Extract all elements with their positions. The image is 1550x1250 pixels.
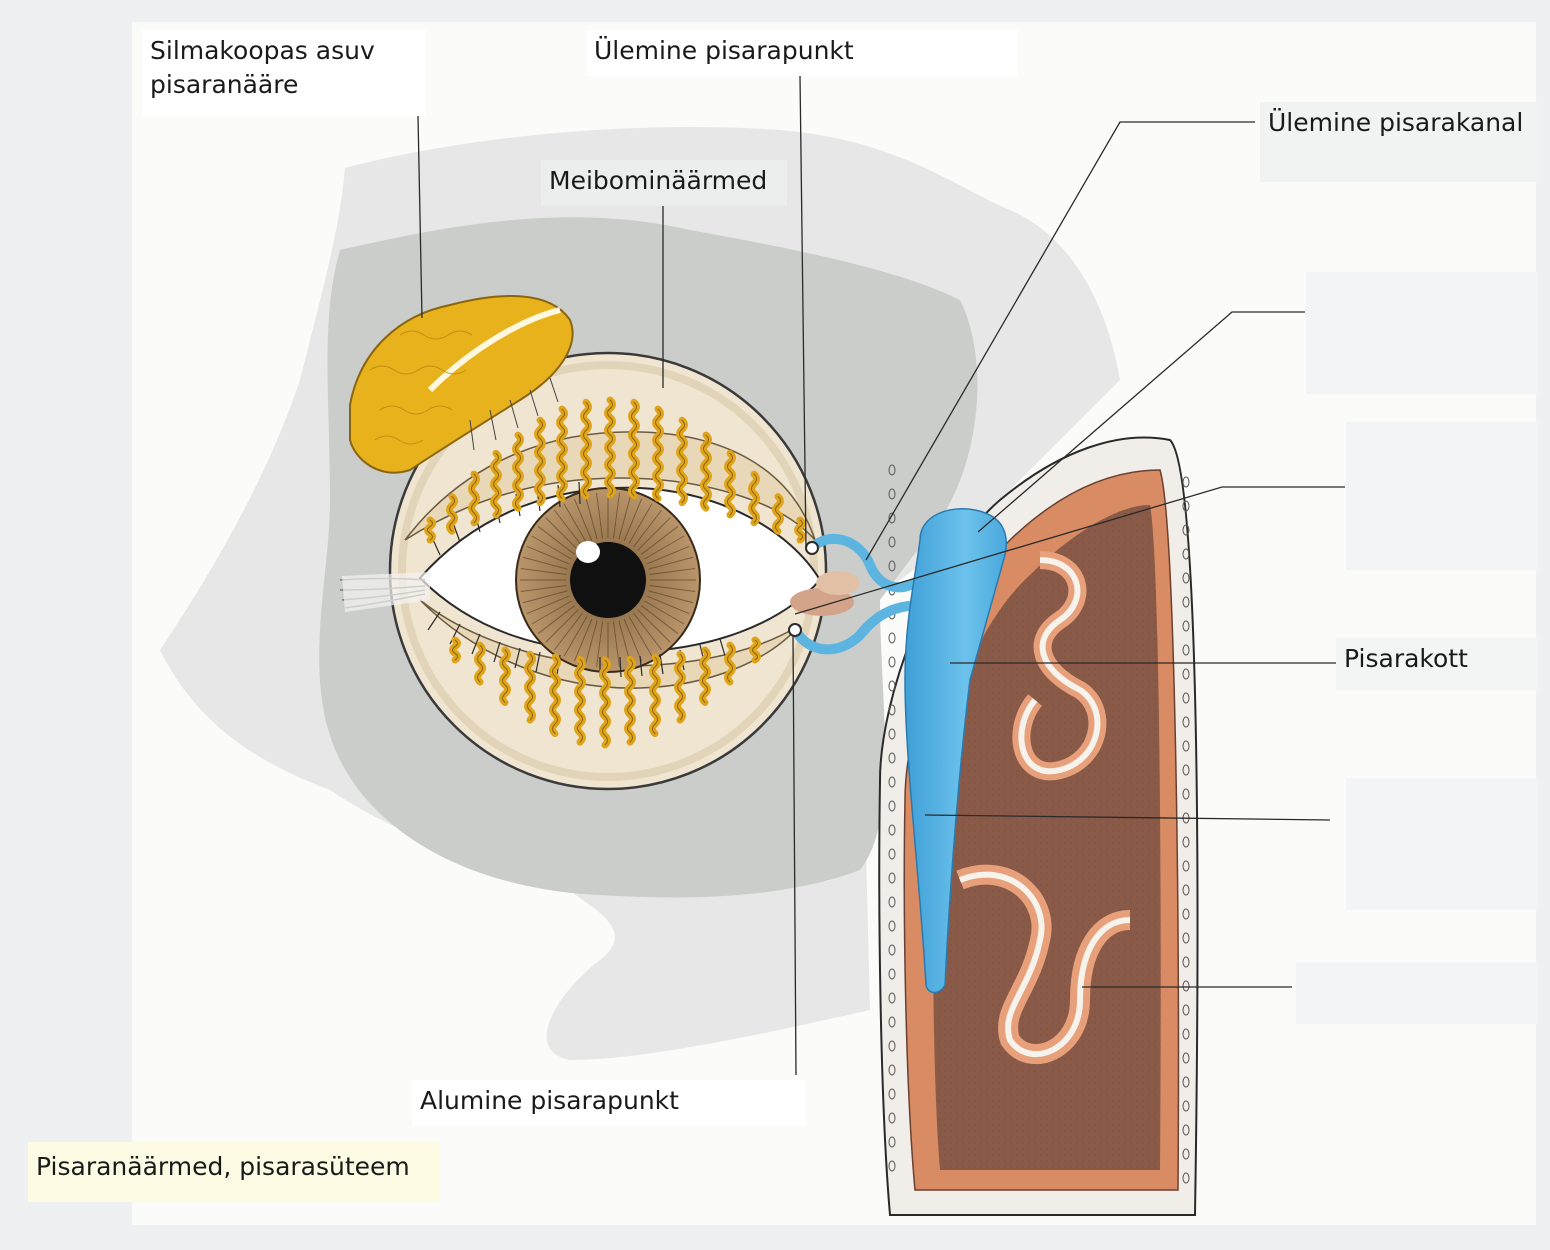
leader-blank-3: [924, 814, 1331, 821]
leader-blank-2: [794, 486, 1345, 615]
lower-canaliculus: [790, 600, 930, 655]
lacrimal-sac-shape: [904, 508, 1007, 994]
label-lacrimal-gland-line1: Silmakoopas asuv: [150, 36, 375, 65]
label-lacrimal-gland-line2: pisaranääre: [150, 70, 299, 99]
meibomian-glands-lower: [449, 636, 761, 749]
leader-lines: [417, 75, 1345, 1076]
leader-lacrimal-gland: [417, 115, 423, 319]
label-lower-punctum: Alumine pisarapunkt: [412, 1080, 806, 1126]
label-meibomian-glands: Meibominäärmed: [541, 160, 787, 206]
blank-label-box-4: [1296, 962, 1538, 1024]
label-upper-lacrimal-canal: Ülemine pisarakanal: [1260, 102, 1538, 182]
upper-canaliculus: [807, 534, 930, 593]
leader-blank-1: [977, 311, 1305, 533]
blank-label-box-1: [1306, 272, 1538, 394]
label-lacrimal-sac: Pisarakott: [1336, 638, 1538, 690]
pupil-highlight: [576, 541, 600, 563]
label-upper-punctum: Ülemine pisarapunkt: [586, 30, 1018, 76]
blank-label-box-2: [1346, 422, 1538, 570]
leader-upper-canal: [865, 121, 1255, 561]
label-lacrimal-gland: Silmakoopas asuv pisaranääre: [142, 30, 426, 116]
leader-upper-punctum: [799, 75, 807, 549]
meibomian-glands-upper: [424, 396, 806, 544]
lacrimal-gland: [349, 294, 574, 474]
blank-label-box-3: [1346, 778, 1538, 910]
leader-lower-punctum: [792, 634, 797, 1076]
lacrimal-drainage-system: [788, 508, 1007, 994]
figure-caption: Pisaranäärmed, pisarasüteem: [28, 1142, 440, 1202]
